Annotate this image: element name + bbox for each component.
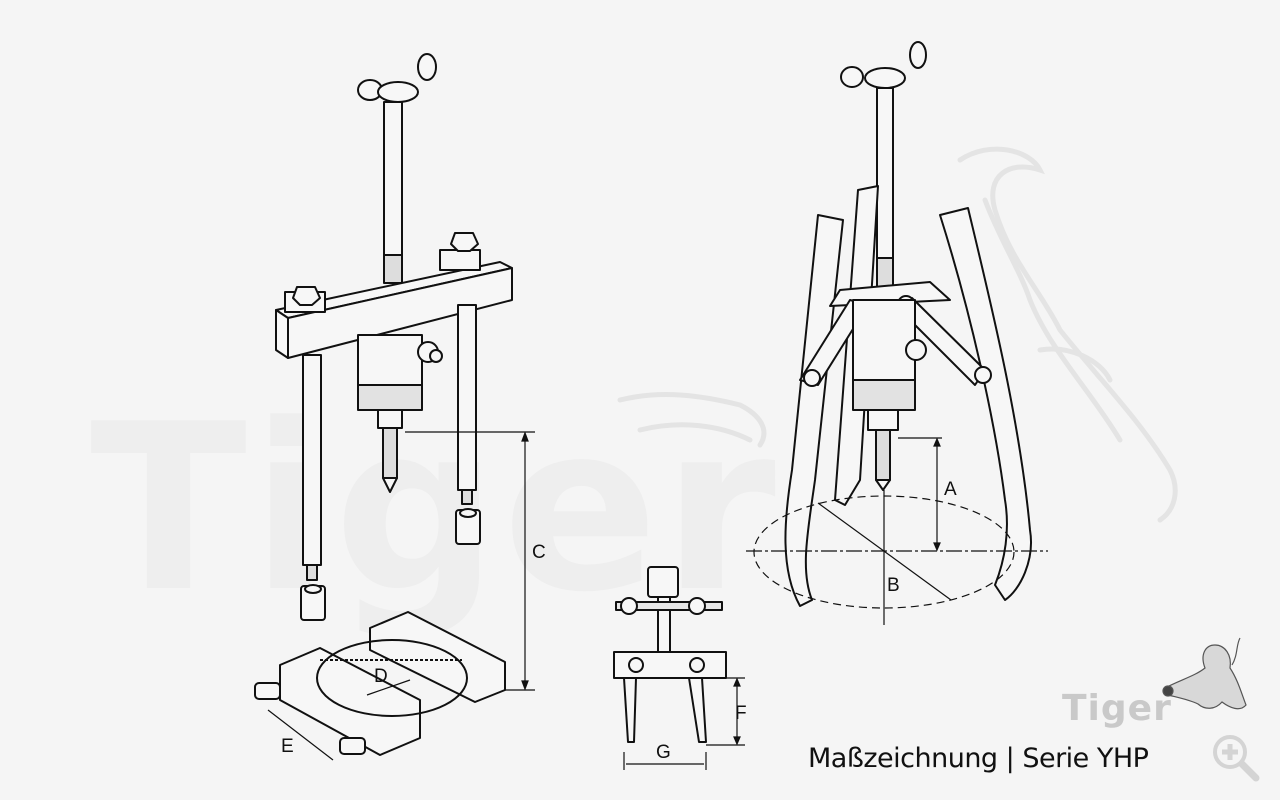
puller-three-jaw bbox=[784, 41, 1032, 607]
tiger-watermark-sketch-icon bbox=[617, 146, 1178, 523]
dimension-lines bbox=[267, 431, 1048, 770]
zoom-in-button[interactable] bbox=[1208, 730, 1264, 786]
dimension-label-a: A bbox=[944, 479, 957, 500]
puller-small bbox=[613, 566, 727, 743]
dimension-label-g: G bbox=[656, 742, 671, 763]
dimension-label-e: E bbox=[281, 736, 294, 757]
bearing-separator bbox=[254, 611, 506, 756]
drawing-caption: Maßzeichnung | Serie YHP bbox=[808, 743, 1149, 774]
zoom-in-icon bbox=[1213, 735, 1260, 782]
dimension-label-b: B bbox=[887, 575, 900, 596]
dimension-label-d: D bbox=[374, 666, 388, 687]
dimension-label-f: F bbox=[735, 703, 747, 724]
puller-left bbox=[275, 53, 513, 621]
dimension-label-c: C bbox=[532, 542, 546, 563]
tiger-logo-text: Tiger bbox=[1062, 688, 1172, 729]
